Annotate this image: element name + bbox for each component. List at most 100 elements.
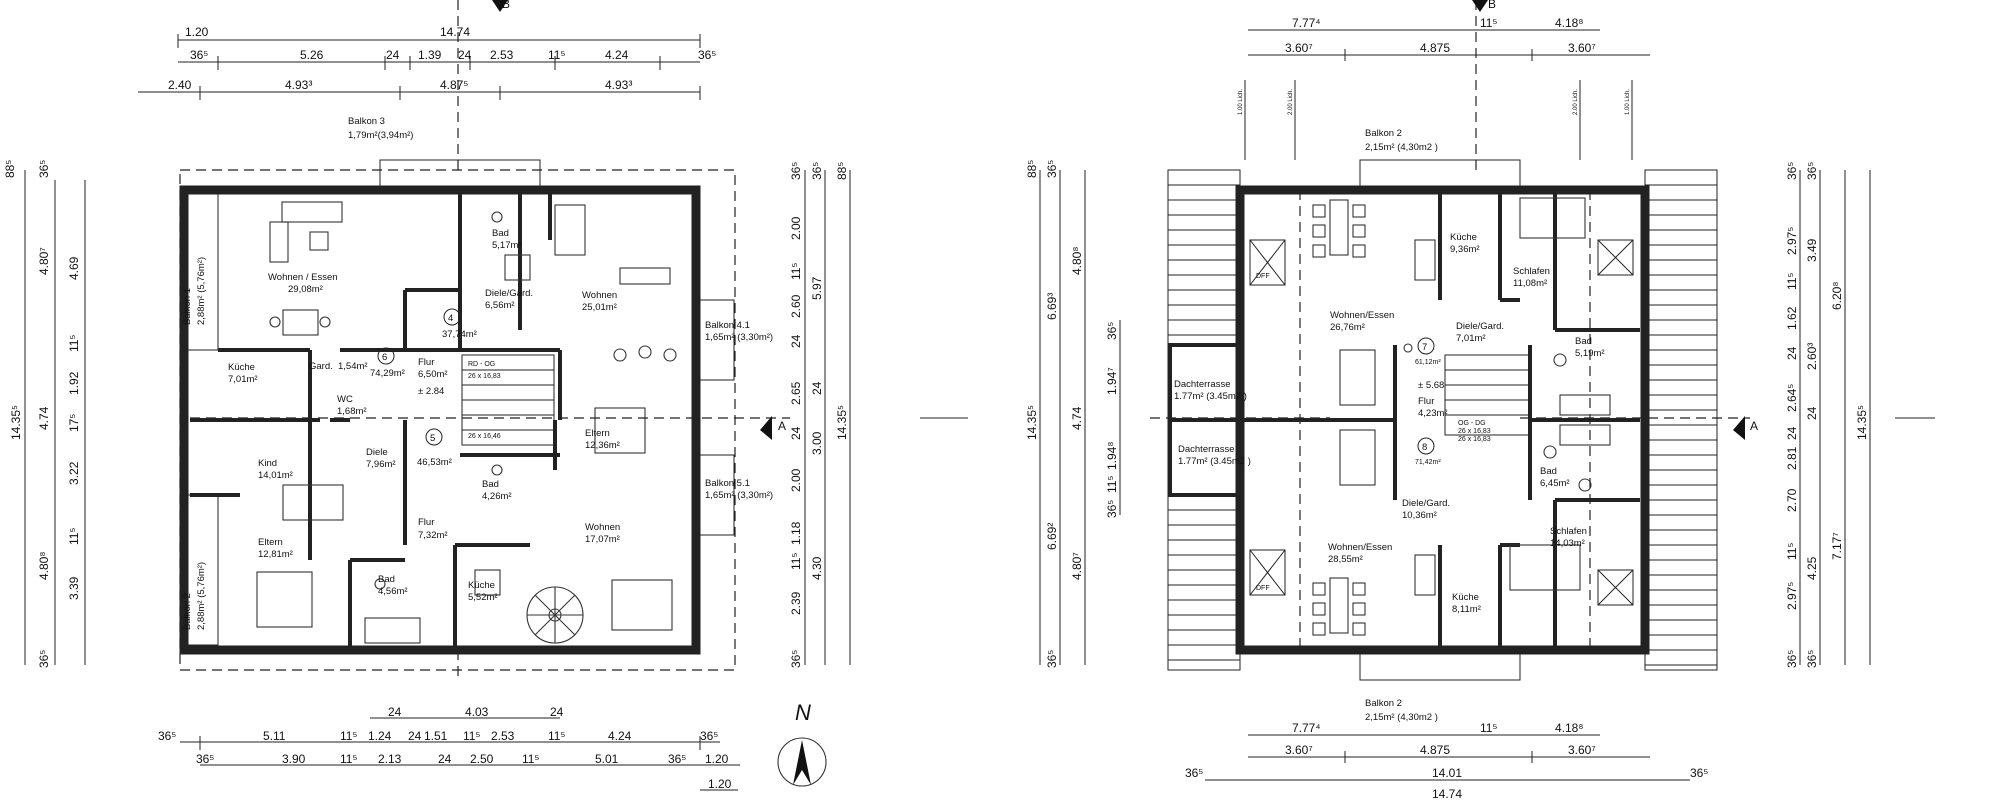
svg-text:3.60⁷: 3.60⁷ bbox=[1285, 743, 1313, 757]
room-area: 1,68m² bbox=[337, 406, 367, 417]
room-area: 1,54m² bbox=[338, 361, 368, 372]
room-area: 4,23m² bbox=[1418, 408, 1448, 419]
svg-text:36⁵: 36⁵ bbox=[698, 48, 716, 62]
room-area: 5,17m² bbox=[492, 240, 522, 251]
svg-text:24: 24 bbox=[438, 752, 452, 766]
svg-text:11⁵: 11⁵ bbox=[789, 553, 803, 570]
svg-text:36⁵: 36⁵ bbox=[1690, 766, 1708, 780]
svg-text:24: 24 bbox=[1785, 346, 1799, 360]
svg-text:2.00 Lich.: 2.00 Lich. bbox=[1573, 89, 1579, 115]
svg-text:4.93³: 4.93³ bbox=[605, 78, 632, 92]
svg-text:36⁵: 36⁵ bbox=[700, 729, 718, 743]
room-area: 9,36m² bbox=[1450, 244, 1480, 255]
svg-text:7.77⁴: 7.77⁴ bbox=[1292, 16, 1321, 30]
svg-text:36⁵: 36⁵ bbox=[1805, 650, 1819, 668]
svg-text:1.00 Lich.: 1.00 Lich. bbox=[1625, 89, 1631, 115]
svg-text:4.03: 4.03 bbox=[465, 705, 489, 719]
svg-text:2.70: 2.70 bbox=[1785, 488, 1799, 512]
svg-text:11⁵: 11⁵ bbox=[1105, 476, 1119, 493]
svg-text:RD - OG: RD - OG bbox=[468, 361, 495, 368]
svg-text:4.30: 4.30 bbox=[810, 556, 824, 580]
section-a-label: A bbox=[1750, 419, 1758, 433]
svg-text:4.87⁵: 4.87⁵ bbox=[440, 78, 468, 92]
svg-text:1.92: 1.92 bbox=[67, 371, 81, 395]
unit-number: 7 bbox=[1422, 342, 1427, 353]
svg-text:24: 24 bbox=[408, 729, 422, 743]
room-area: 5,52m² bbox=[468, 592, 498, 603]
room-name: Kind bbox=[258, 458, 277, 469]
svg-text:2.00 Lich.: 2.00 Lich. bbox=[1288, 89, 1294, 115]
svg-text:2.60³: 2.60³ bbox=[1805, 343, 1819, 370]
svg-text:24: 24 bbox=[1805, 406, 1819, 420]
svg-text:3.60⁷: 3.60⁷ bbox=[1568, 743, 1596, 757]
room-area: 4,26m² bbox=[482, 491, 512, 502]
svg-text:4.74: 4.74 bbox=[1070, 406, 1084, 430]
svg-text:6.69³: 6.69³ bbox=[1045, 293, 1059, 320]
room-area: 6,45m² bbox=[1540, 478, 1570, 489]
svg-text:11⁵: 11⁵ bbox=[1480, 721, 1497, 735]
svg-text:24: 24 bbox=[1785, 426, 1799, 440]
room-area: 1.77m² (3.45m2 ) bbox=[1174, 391, 1247, 402]
room-area: 2,88m² (5,76m²) bbox=[196, 562, 207, 630]
svg-text:4.93³: 4.93³ bbox=[285, 78, 312, 92]
svg-text:2.53: 2.53 bbox=[491, 729, 515, 743]
room-area: 4,56m² bbox=[378, 586, 408, 597]
svg-text:4.69: 4.69 bbox=[67, 256, 81, 280]
room-area: 2,88m² (5,76m²) bbox=[196, 257, 207, 325]
svg-text:36⁵: 36⁵ bbox=[37, 650, 51, 668]
svg-text:4.18⁸: 4.18⁸ bbox=[1555, 721, 1583, 735]
north-letter: N bbox=[795, 700, 811, 725]
north-arrow-icon bbox=[777, 737, 827, 787]
room-name: Eltern bbox=[585, 428, 610, 439]
room-name: Balkon 2 bbox=[1365, 128, 1402, 139]
room-name: Balkon 4.1 bbox=[705, 320, 750, 331]
svg-text:1.94⁸: 1.94⁸ bbox=[1105, 442, 1119, 470]
room-name: Dachterrasse bbox=[1174, 379, 1231, 390]
left-dimensions: 88⁵ 14.35⁵ 36⁵ 4.80⁷ 4.74 4.80⁸ 36⁵ 4.69… bbox=[3, 160, 86, 668]
room-name: Eltern bbox=[258, 537, 283, 548]
unit-area: 61,12m² bbox=[1415, 359, 1441, 366]
svg-text:7.17⁷: 7.17⁷ bbox=[1830, 532, 1844, 560]
room-area: 14,03m² bbox=[1550, 538, 1585, 549]
unit-area: 46,53m² bbox=[417, 457, 452, 468]
svg-text:36⁵: 36⁵ bbox=[158, 729, 176, 743]
svg-text:11⁵: 11⁵ bbox=[340, 729, 357, 743]
room-area: 2,15m² (4,30m2 ) bbox=[1365, 712, 1438, 723]
room-area: 29,08m² bbox=[288, 284, 323, 295]
top-dimensions: 1.20 14.74 36⁵ 5.26 24 1.39 24 2.53 11⁵ … bbox=[138, 25, 716, 100]
svg-text:24: 24 bbox=[388, 705, 402, 719]
room-area: 14,01m² bbox=[258, 470, 293, 481]
room-name: Diele/Gard. bbox=[1456, 321, 1504, 332]
svg-text:36⁵: 36⁵ bbox=[1185, 766, 1203, 780]
room-area: 1.77m² (3.45m2 ) bbox=[1178, 456, 1251, 467]
svg-text:2.65: 2.65 bbox=[789, 381, 803, 405]
svg-text:2.00: 2.00 bbox=[789, 468, 803, 492]
right-dimensions: 36⁵ 2.97⁵ 11⁵ 1.62 24 2.64⁵ 24 2.81 2.70… bbox=[1785, 162, 1871, 668]
svg-text:5.97: 5.97 bbox=[810, 276, 824, 300]
section-b-marker-icon bbox=[492, 0, 508, 12]
svg-text:3.39: 3.39 bbox=[67, 576, 81, 600]
svg-text:2.81: 2.81 bbox=[1785, 446, 1799, 470]
room-name: Wohnen bbox=[582, 290, 617, 301]
svg-text:24: 24 bbox=[550, 705, 564, 719]
svg-text:3.60⁷: 3.60⁷ bbox=[1285, 41, 1313, 55]
room-name: Bad bbox=[378, 574, 395, 585]
section-a-label: A bbox=[778, 419, 786, 433]
skylight-label: DFF bbox=[1256, 585, 1270, 592]
room-area: 1,79m²(3,94m²) bbox=[348, 130, 413, 141]
svg-text:OG - DG: OG - DG bbox=[1458, 420, 1486, 427]
right-dimensions: 36⁵ 2.00 11⁵ 2.60 24 2.65 24 2.00 1.18 1… bbox=[789, 162, 851, 668]
svg-text:3.22: 3.22 bbox=[67, 461, 81, 485]
unit-markers: 4 37,74m² 6 74,29m² 5 46,53m² ± 2.84 bbox=[370, 308, 477, 468]
unit-markers: 7 61,12m² 8 71,42m² ± 5.68 bbox=[1415, 337, 1444, 466]
unit-number: 8 bbox=[1422, 442, 1427, 453]
room-area: 2,15m² (4,30m2 ) bbox=[1365, 142, 1438, 153]
svg-text:36⁵: 36⁵ bbox=[196, 752, 214, 766]
svg-text:2.40: 2.40 bbox=[168, 78, 192, 92]
room-name: Wohnen/Essen bbox=[1328, 542, 1392, 553]
level-mark: ± 2.84 bbox=[418, 386, 444, 397]
room-name: Flur bbox=[418, 357, 434, 368]
svg-text:11⁵: 11⁵ bbox=[463, 729, 480, 743]
stair: RD - OG 26 x 16,83 26 x 16,46 bbox=[461, 354, 555, 446]
svg-text:1.94⁷: 1.94⁷ bbox=[1105, 367, 1119, 395]
